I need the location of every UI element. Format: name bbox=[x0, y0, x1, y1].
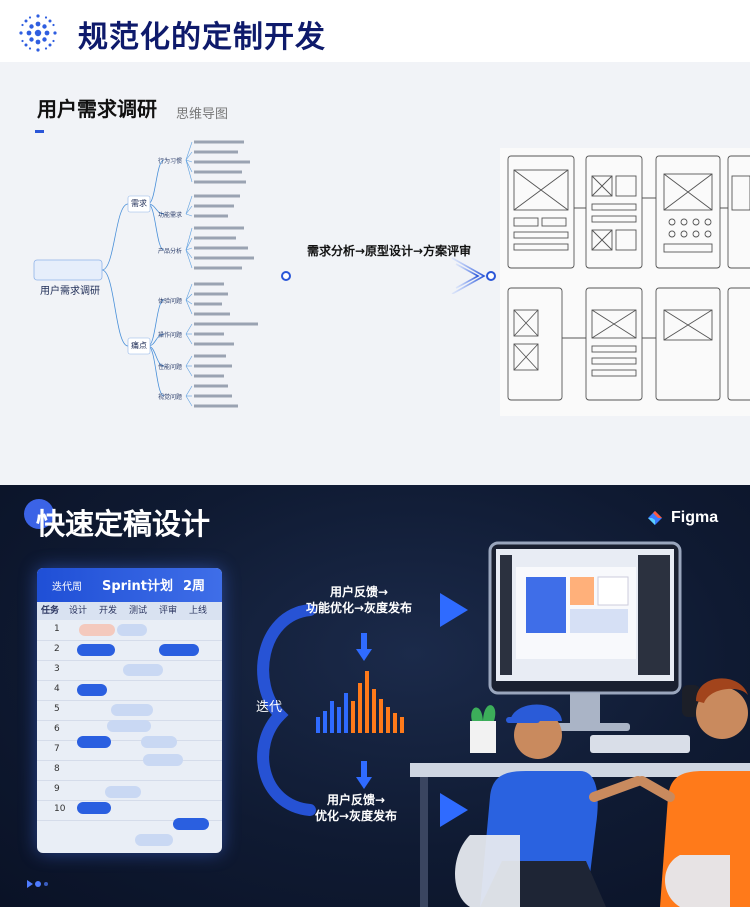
feedback-top-line2: 功能优化→灰度发布 bbox=[306, 601, 413, 615]
task-chip[interactable] bbox=[105, 786, 141, 798]
task-chip[interactable] bbox=[111, 704, 153, 716]
grid-line bbox=[37, 820, 222, 821]
dev-title: 快速定稿设计 bbox=[36, 507, 211, 541]
sprint-col: 设计 bbox=[68, 606, 87, 616]
title-accent-bar bbox=[35, 130, 44, 133]
carousel-dots-icon[interactable] bbox=[27, 879, 51, 889]
figma-brand-name: Figma bbox=[671, 509, 719, 526]
research-section: 用户需求调研 思维导图 bbox=[0, 62, 750, 485]
top-header: 规范化的定制开发 bbox=[0, 0, 750, 62]
research-subtitle: 思维导图 bbox=[176, 107, 229, 122]
title-badge-icon bbox=[24, 499, 54, 529]
row-number: 8 bbox=[54, 764, 60, 774]
sprint-col: 上线 bbox=[188, 606, 207, 616]
row-number: 2 bbox=[54, 644, 60, 654]
task-chip[interactable] bbox=[77, 644, 115, 656]
sprint-col: 测试 bbox=[128, 606, 147, 616]
grid-line bbox=[37, 640, 222, 641]
sprint-iteration-label: 迭代周 bbox=[52, 582, 82, 593]
task-chip[interactable] bbox=[143, 754, 183, 766]
flow-arrow-icon bbox=[281, 257, 496, 294]
sprint-board: 迭代周 Sprint计划 2周 任务 设计 开发 测试 评审 上线 1 2 3 bbox=[37, 568, 222, 853]
feedback-bottom: 用户反馈→ 优化→灰度发布 bbox=[315, 792, 397, 824]
grid-line bbox=[37, 760, 222, 761]
mind-map bbox=[33, 140, 258, 408]
sprint-grid: 1 2 3 4 5 6 7 8 9 10 bbox=[37, 620, 222, 853]
iteration-flow bbox=[257, 593, 468, 827]
dots-logo-icon bbox=[19, 14, 57, 52]
grid-line bbox=[37, 660, 222, 661]
task-chip[interactable] bbox=[77, 684, 107, 696]
grid-line bbox=[37, 700, 222, 701]
task-chip[interactable] bbox=[159, 644, 199, 656]
designers-scene bbox=[410, 541, 750, 907]
feedback-top-line1: 用户反馈→ bbox=[330, 585, 389, 599]
row-number: 4 bbox=[54, 684, 60, 694]
grid-line bbox=[37, 800, 222, 801]
task-chip[interactable] bbox=[77, 802, 111, 814]
research-title: 用户需求调研 bbox=[37, 97, 157, 121]
row-number: 10 bbox=[54, 804, 66, 814]
task-chip[interactable] bbox=[123, 664, 163, 676]
mindmap-sub-b: 功能需求 bbox=[158, 212, 183, 219]
row-number: 7 bbox=[54, 744, 60, 754]
iteration-label: 迭代 bbox=[256, 700, 283, 715]
sprint-plan-title: Sprint计划 bbox=[102, 579, 174, 594]
sprint-col: 任务 bbox=[40, 606, 59, 616]
mindmap-sub-e: 操作问题 bbox=[158, 332, 183, 339]
row-number: 1 bbox=[54, 624, 60, 634]
grid-line bbox=[37, 680, 222, 681]
feedback-bottom-line1: 用户反馈→ bbox=[327, 793, 386, 807]
task-chip[interactable] bbox=[79, 624, 115, 636]
mindmap-sub-f: 性能问题 bbox=[158, 364, 183, 371]
sprint-header: 迭代周 Sprint计划 2周 bbox=[37, 568, 222, 602]
row-number: 5 bbox=[54, 704, 60, 714]
task-chip[interactable] bbox=[107, 720, 151, 732]
task-chip[interactable] bbox=[77, 736, 111, 748]
dev-section: 快速定稿设计 Figma 迭代周 Sprint计划 2周 任务 设计 开发 测试… bbox=[0, 485, 750, 907]
wireframe-sketches bbox=[500, 148, 750, 416]
grid-line bbox=[37, 740, 222, 741]
mindmap-root: 用户需求调研 bbox=[40, 286, 100, 297]
flow-label: 需求分析→原型设计→方案评审 bbox=[307, 244, 472, 258]
dev-title-wrap: 快速定稿设计 bbox=[24, 497, 210, 541]
task-chip[interactable] bbox=[173, 818, 209, 830]
page-title: 规范化的定制开发 bbox=[78, 20, 326, 55]
figma-logo-icon bbox=[648, 511, 662, 525]
mindmap-branch-2: 痛点 bbox=[131, 341, 147, 350]
row-number: 3 bbox=[54, 664, 60, 674]
sprint-duration: 2周 bbox=[183, 579, 206, 594]
feedback-bottom-line2: 优化→灰度发布 bbox=[315, 809, 398, 823]
feedback-top: 用户反馈→ 功能优化→灰度发布 bbox=[306, 584, 412, 616]
row-number: 9 bbox=[54, 784, 60, 794]
figma-brand: Figma bbox=[644, 507, 718, 529]
mindmap-branch-1: 需求 bbox=[131, 199, 147, 208]
sprint-columns: 任务 设计 开发 测试 评审 上线 bbox=[37, 602, 222, 620]
sprint-col: 评审 bbox=[158, 606, 177, 616]
mindmap-sub-g: 视觉问题 bbox=[158, 394, 183, 401]
task-chip[interactable] bbox=[135, 834, 173, 846]
row-number: 6 bbox=[54, 724, 60, 734]
mindmap-sub-a: 行为习惯 bbox=[158, 158, 183, 165]
task-chip[interactable] bbox=[141, 736, 177, 748]
mindmap-sub-d: 体验问题 bbox=[158, 298, 183, 305]
mindmap-sub-c: 产品分析 bbox=[158, 248, 183, 255]
task-chip[interactable] bbox=[117, 624, 147, 636]
sprint-col: 开发 bbox=[98, 606, 117, 616]
grid-line bbox=[37, 780, 222, 781]
